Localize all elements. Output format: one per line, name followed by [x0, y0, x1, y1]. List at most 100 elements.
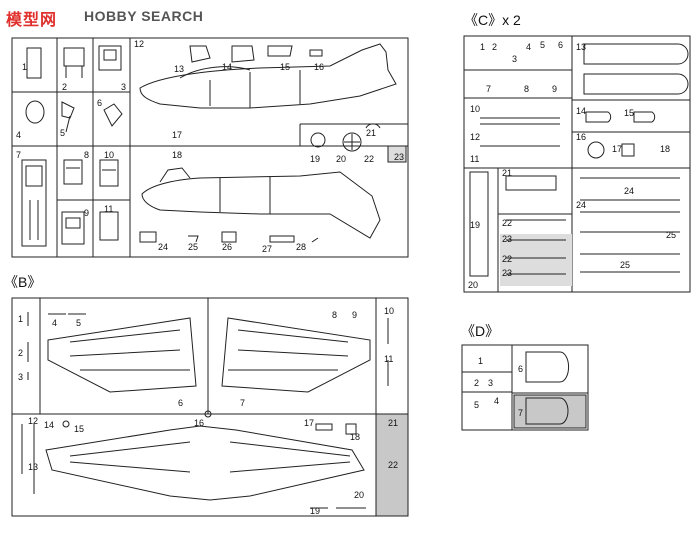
- part-a-21: 21: [366, 128, 376, 138]
- watermark-logo-cn: 模型网: [6, 12, 58, 29]
- part-b-14: 14: [44, 420, 54, 430]
- part-c-21: 21: [502, 168, 512, 178]
- part-c-15: 15: [624, 108, 634, 118]
- sprue-c-label: 《C》x 2: [464, 12, 521, 28]
- part-a-5: 5: [60, 128, 65, 138]
- part-c-23a: 23: [502, 234, 512, 244]
- part-a-26: 26: [222, 242, 232, 252]
- part-c-19: 19: [470, 220, 480, 230]
- part-d-4: 4: [494, 396, 499, 406]
- part-a-8: 8: [84, 150, 89, 160]
- part-a-16: 16: [314, 62, 324, 72]
- part-d-7: 7: [518, 408, 523, 418]
- part-b-15: 15: [74, 424, 84, 434]
- part-b-19: 19: [310, 506, 320, 516]
- part-c-12: 12: [470, 132, 480, 142]
- part-c-23b: 23: [502, 268, 512, 278]
- part-b-11: 11: [384, 354, 393, 364]
- part-a-10: 10: [104, 150, 114, 160]
- part-b-9: 9: [352, 310, 357, 320]
- part-c-10: 10: [470, 104, 480, 114]
- part-d-1: 1: [478, 356, 483, 366]
- part-a-2: 2: [62, 82, 67, 92]
- part-c-18: 18: [660, 144, 670, 154]
- part-b-18: 18: [350, 432, 360, 442]
- part-b-2: 2: [18, 348, 23, 358]
- wing-half-left: [48, 318, 196, 392]
- prop-blade: [470, 172, 488, 276]
- part-a-7: 7: [16, 150, 21, 160]
- part-c-20: 20: [468, 280, 478, 290]
- part-d-5: 5: [474, 400, 479, 410]
- sprue-b-label: 《B》: [4, 274, 42, 290]
- part-a-27: 27: [262, 244, 272, 254]
- part-a-24: 24: [158, 242, 168, 252]
- part-b-13: 13: [28, 462, 38, 472]
- part-b-3: 3: [18, 372, 23, 382]
- part-a-1: 1: [22, 62, 27, 72]
- part-a-28: 28: [296, 242, 306, 252]
- sprue-b-frame: [12, 298, 408, 516]
- part-d-2: 2: [474, 378, 479, 388]
- part-c-22a: 22: [502, 218, 512, 228]
- part-a-14: 14: [222, 62, 232, 72]
- part-a-23: 23: [394, 152, 404, 162]
- part-b-5: 5: [76, 318, 81, 328]
- part-a-25: 25: [188, 242, 198, 252]
- part-b-20: 20: [354, 490, 364, 500]
- part-b-7: 7: [240, 398, 245, 408]
- watermark-logo-en: HOBBY SEARCH: [84, 8, 204, 24]
- part-b-10: 10: [384, 306, 394, 316]
- part-a-19: 19: [310, 154, 320, 164]
- part-c-25a: 25: [666, 230, 676, 240]
- part-a-13: 13: [174, 64, 184, 74]
- part-c-11: 11: [470, 154, 479, 164]
- lower-wing: [46, 426, 364, 500]
- part-c-16: 16: [576, 132, 586, 142]
- part-c-1: 1: [480, 42, 485, 52]
- sprue-a-frame: [12, 38, 408, 257]
- sprue-d-label: 《D》: [461, 323, 500, 339]
- part-a-11: 11: [104, 204, 113, 214]
- part-c-25b: 25: [620, 260, 630, 270]
- part-a-12: 12: [134, 39, 144, 49]
- part-b-22: 22: [388, 460, 398, 470]
- part-c-22b: 22: [502, 254, 512, 264]
- part-a-18: 18: [172, 150, 182, 160]
- part-c-17: 17: [612, 144, 622, 154]
- part-b-16: 16: [194, 418, 204, 428]
- part-a-15: 15: [280, 62, 290, 72]
- part-a-20: 20: [336, 154, 346, 164]
- part-a-9: 9: [84, 208, 89, 218]
- part-b-4: 4: [52, 318, 57, 328]
- part-c-4: 4: [526, 42, 531, 52]
- part-b-1: 1: [18, 314, 23, 324]
- fuselage-half-lower: [142, 172, 380, 238]
- canopy-upper: [526, 352, 569, 382]
- part-c-24a: 24: [624, 186, 634, 196]
- wing-half-right: [222, 318, 370, 392]
- part-b-21: 21: [388, 418, 398, 428]
- drop-tank-half: [584, 44, 688, 64]
- part-a-3: 3: [121, 82, 126, 92]
- part-c-3: 3: [512, 54, 517, 64]
- fuselage-half-upper: [140, 44, 396, 108]
- part-d-3: 3: [488, 378, 493, 388]
- part-c-13: 13: [576, 42, 586, 52]
- part-c-2: 2: [492, 42, 497, 52]
- part-b-8: 8: [332, 310, 337, 320]
- part-d-6: 6: [518, 364, 523, 374]
- part-b-17: 17: [304, 418, 314, 428]
- part-b-12: 12: [28, 416, 38, 426]
- part-c-9: 9: [552, 84, 557, 94]
- sprue-d-frame: [462, 345, 588, 430]
- part-c-7: 7: [486, 84, 491, 94]
- part-a-17: 17: [172, 130, 182, 140]
- part-a-6: 6: [97, 98, 102, 108]
- canopy-lower: [526, 398, 568, 424]
- part-c-24b: 24: [576, 200, 586, 210]
- part-c-8: 8: [524, 84, 529, 94]
- sprue-c-frame: [464, 36, 690, 292]
